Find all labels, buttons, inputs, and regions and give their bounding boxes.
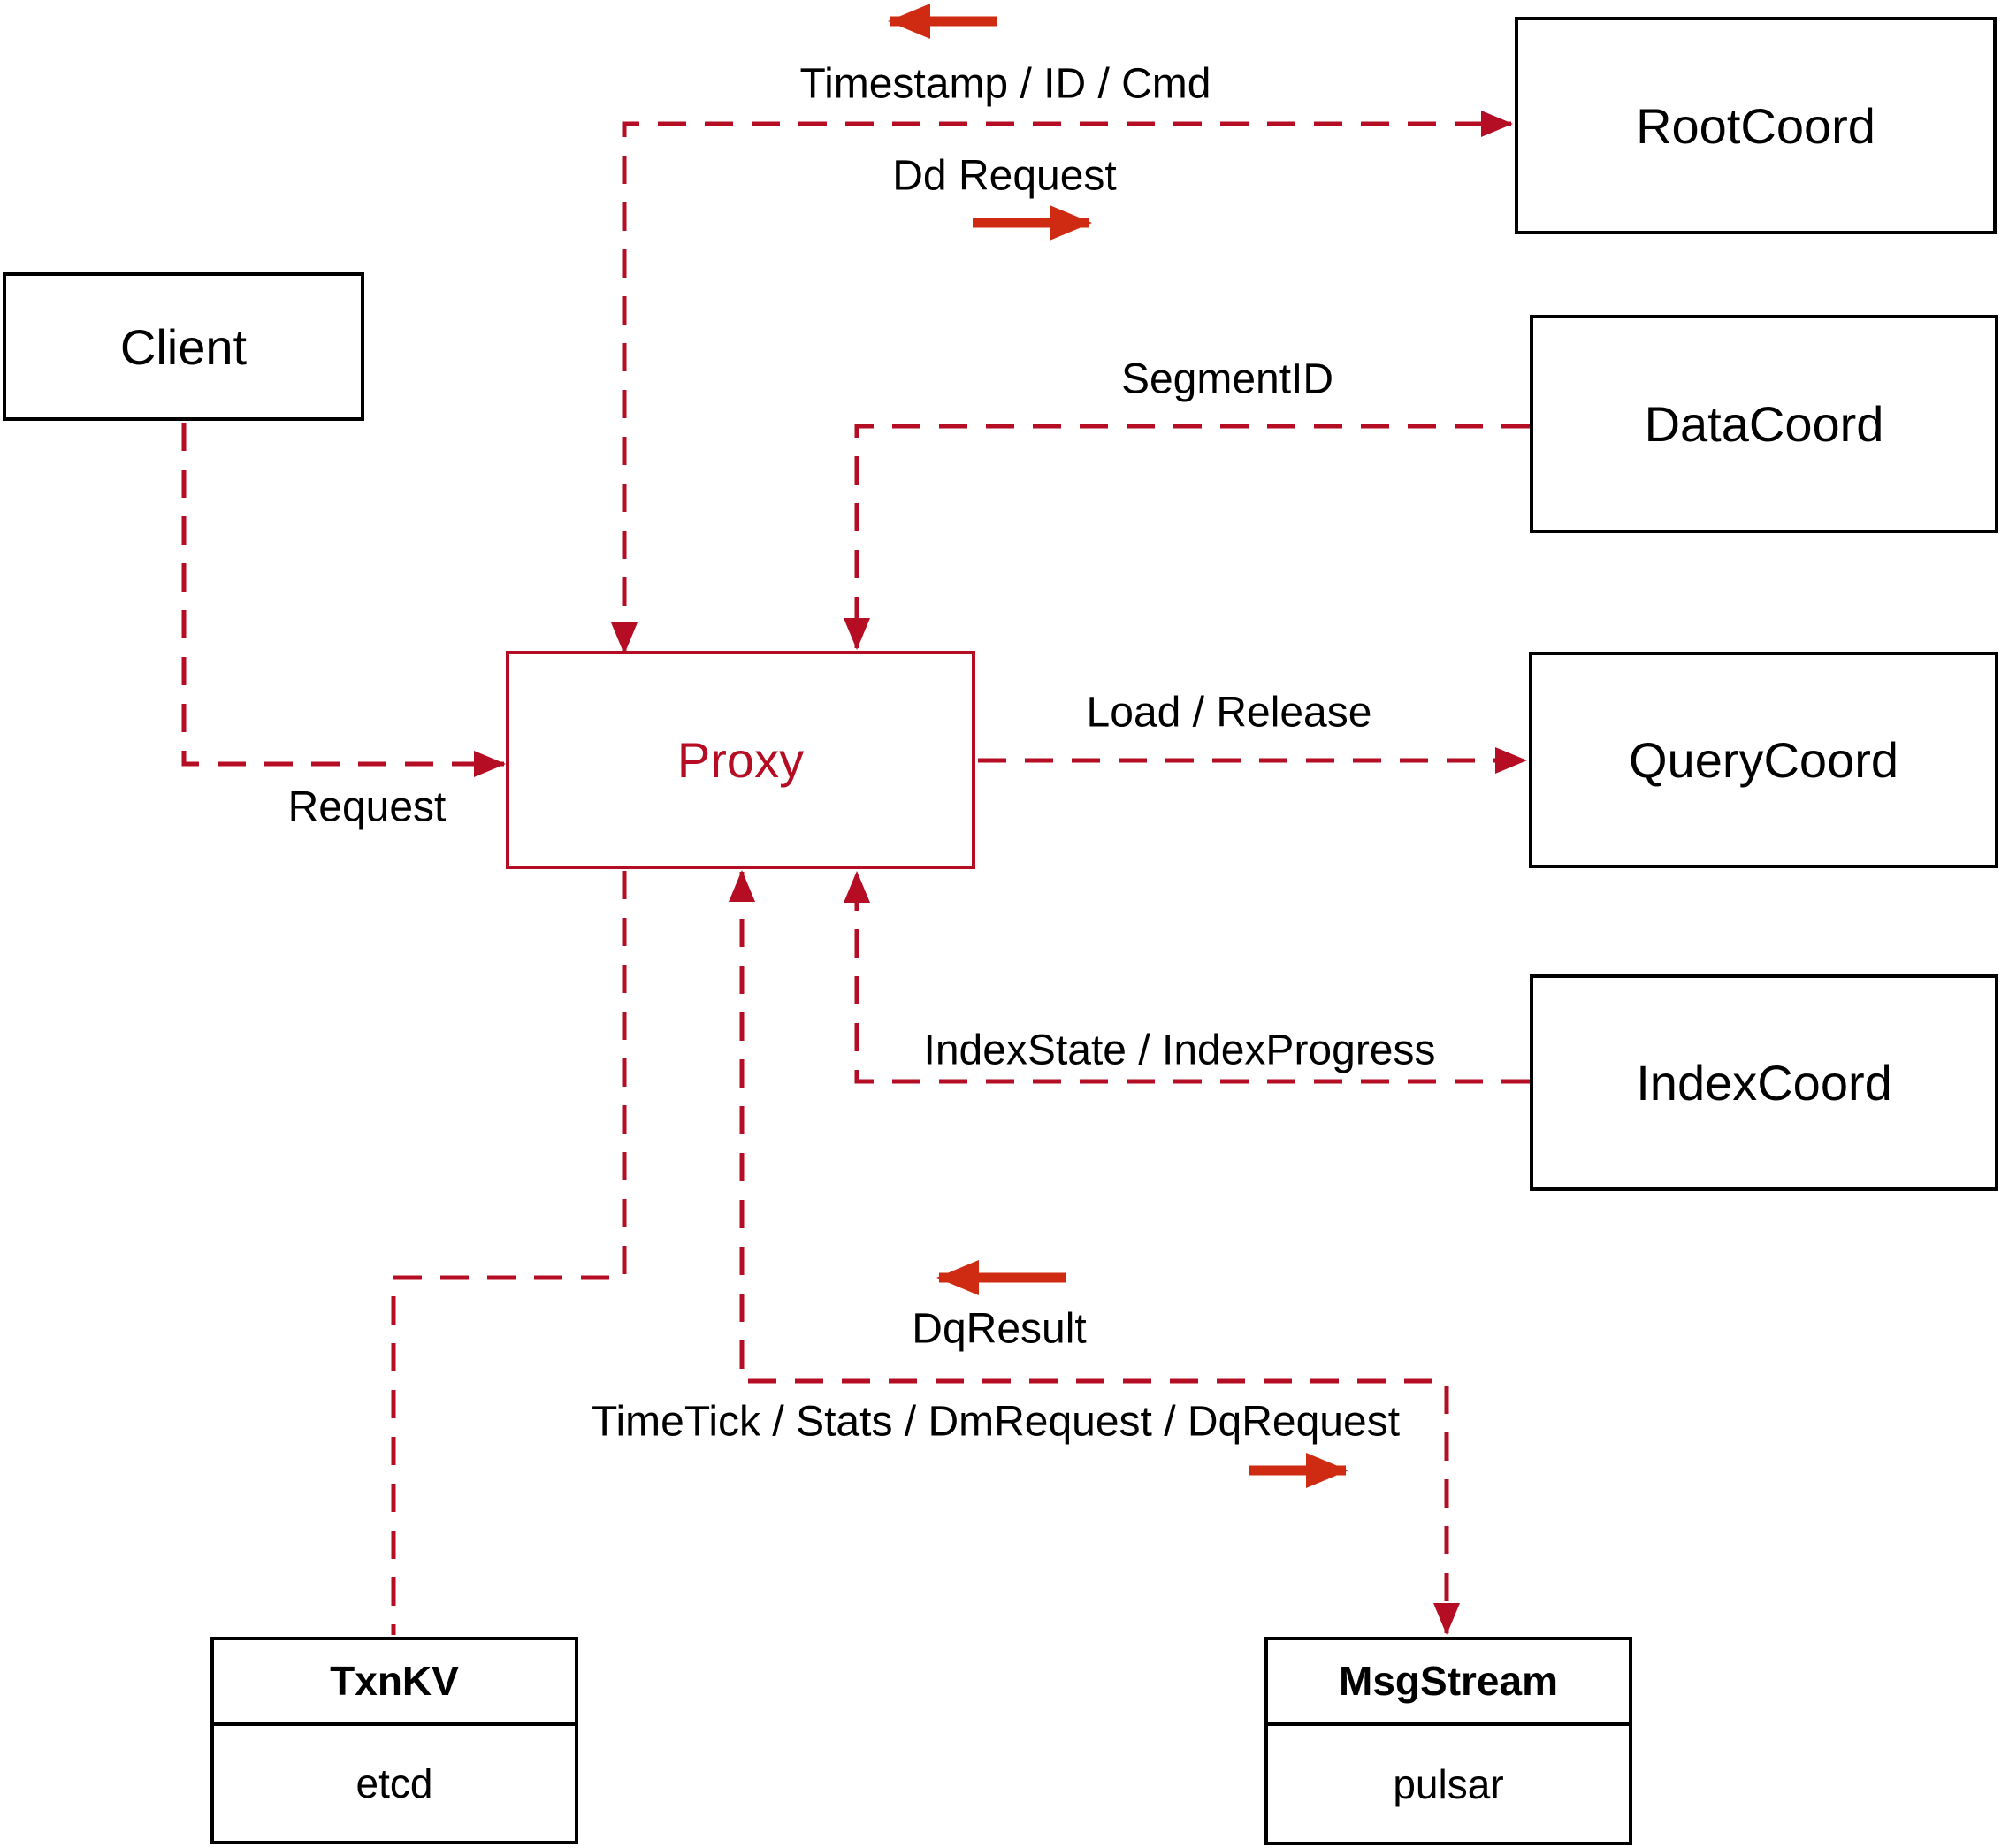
msgstream-node: MsgStream pulsar <box>1264 1637 1632 1845</box>
edge-label-load-release: Load / Release <box>1086 689 1372 737</box>
querycoord-node: QueryCoord <box>1529 652 1998 868</box>
edge-proxy-rootcoord <box>611 111 1513 654</box>
edge-label-request: Request <box>287 783 447 831</box>
client-node: Client <box>3 272 364 421</box>
indexcoord-node: IndexCoord <box>1530 974 1998 1191</box>
edge-label-timetick-stats-dm-dq: TimeTick / Stats / DmRequest / DqRequest <box>591 1398 1401 1446</box>
edge-label-index-state-progress: IndexState / IndexProgress <box>923 1027 1436 1074</box>
msgstream-title: MsgStream <box>1268 1640 1629 1726</box>
txnkv-impl: etcd <box>355 1760 433 1806</box>
txnkv-node: TxnKV etcd <box>210 1637 578 1844</box>
edge-proxy-txnkv <box>391 871 627 1635</box>
edge-label-timestamp-id-cmd: Timestamp / ID / Cmd <box>799 60 1211 108</box>
rootcoord-node: RootCoord <box>1515 17 1997 234</box>
edge-label-dq-result: DqResult <box>912 1305 1087 1353</box>
edge-datacoord-to-proxy <box>844 424 1530 650</box>
edge-client-to-proxy <box>181 423 506 777</box>
edge-label-dd-request: Dd Request <box>892 152 1117 200</box>
edge-proxy-msgstream <box>729 870 1460 1635</box>
proxy-node: Proxy <box>506 651 975 869</box>
datacoord-node: DataCoord <box>1530 315 1998 533</box>
txnkv-title: TxnKV <box>214 1640 575 1726</box>
edge-label-segment-id: SegmentID <box>1120 355 1334 403</box>
msgstream-impl: pulsar <box>1393 1760 1504 1807</box>
